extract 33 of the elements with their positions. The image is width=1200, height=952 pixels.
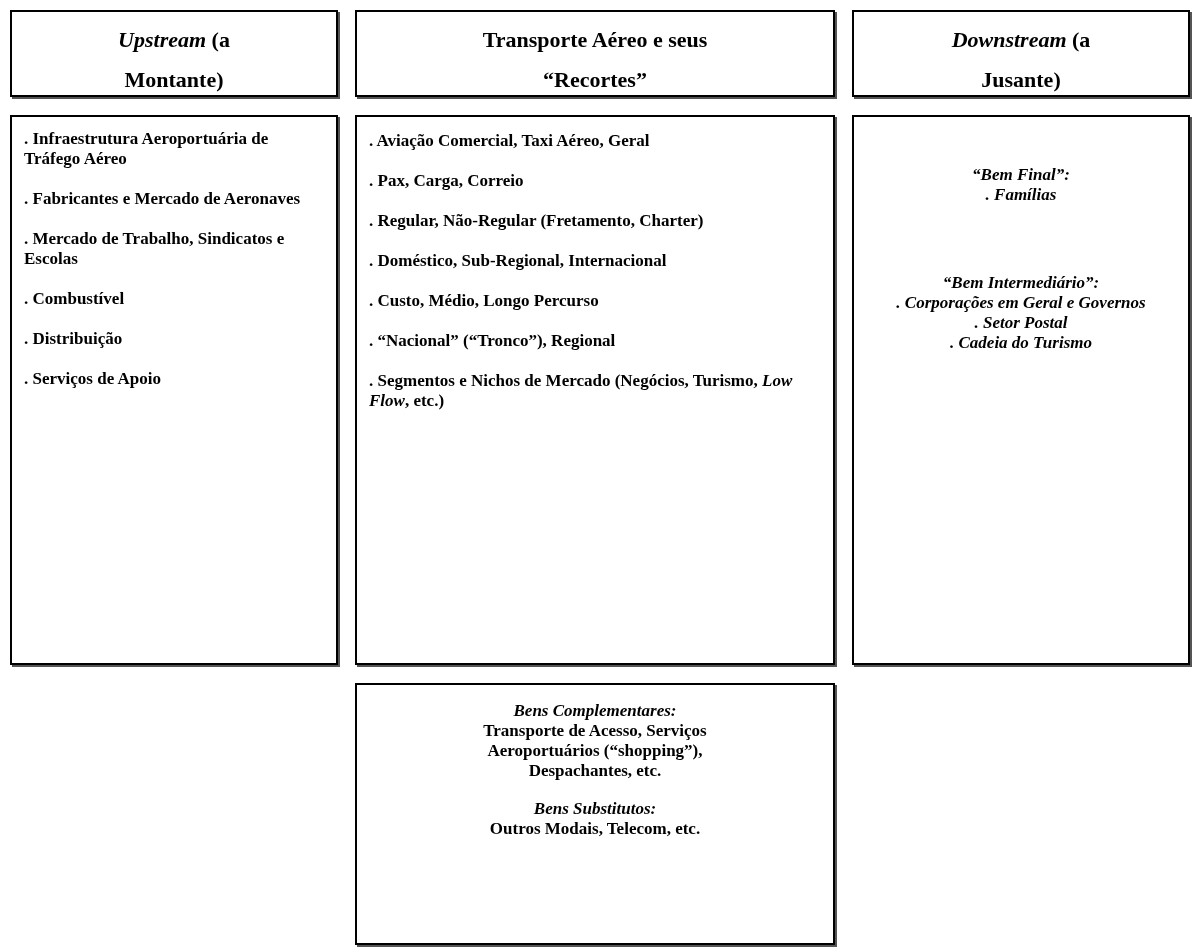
- list-item: . Fabricantes e Mercado de Aeronaves: [24, 189, 302, 209]
- header-box: [355, 10, 835, 97]
- body-text: . Famílias: [985, 185, 1057, 205]
- list-item: . Regular, Não-Regular (Fretamento, Charter): [369, 211, 705, 231]
- list-item: . Doméstico, Sub-Regional, Internacional: [369, 251, 668, 271]
- list-item: . Aviação Comercial, Taxi Aéreo, Geral: [369, 131, 651, 151]
- header-box: [852, 10, 1190, 97]
- body-text: . Cadeia do Turismo: [950, 333, 1092, 353]
- list-item: . Mercado de Trabalho, Sindicatos e Escolas: [24, 229, 286, 269]
- list-item: . Serviços de Apoio: [24, 369, 162, 389]
- body-text: “Bem Intermediário”:: [942, 273, 1100, 293]
- list-item: . Distribuição: [24, 329, 124, 349]
- header-text: Downstream (a Jusante): [950, 26, 1092, 94]
- body-text: . Setor Postal: [974, 313, 1068, 333]
- text-box: [852, 115, 1190, 665]
- list-box: [10, 115, 338, 665]
- list-box: [355, 115, 835, 665]
- body-text: Transporte de Acesso, Serviços Aeroportuários (“shopping”), Despachantes, etc.: [482, 721, 708, 781]
- header-box: [10, 10, 338, 97]
- list-item: . Combustível: [24, 289, 126, 309]
- list-item: . Pax, Carga, Correio: [369, 171, 525, 191]
- list-item: . Infraestrutura Aeroportuária de Tráfego Aéreo: [24, 129, 270, 169]
- list-item: . Segmentos e Nichos de Mercado (Negócios, Turismo, Low Flow, etc.): [369, 371, 794, 411]
- header-text: Upstream (a Montante): [117, 26, 231, 94]
- body-text: “Bem Final”:: [972, 165, 1070, 185]
- heading-text: Bens Complementares:: [513, 701, 677, 721]
- list-item: . Custo, Médio, Longo Percurso: [369, 291, 600, 311]
- heading-text: Bens Substitutos:: [533, 799, 657, 819]
- body-text: Outros Modais, Telecom, etc.: [489, 819, 701, 839]
- body-text: . Corporações em Geral e Governos: [896, 293, 1146, 313]
- list-item: . “Nacional” (“Tronco”), Regional: [369, 331, 617, 351]
- header-text: Transporte Aéreo e seus “Recortes”: [481, 26, 709, 94]
- text-box: [355, 683, 835, 945]
